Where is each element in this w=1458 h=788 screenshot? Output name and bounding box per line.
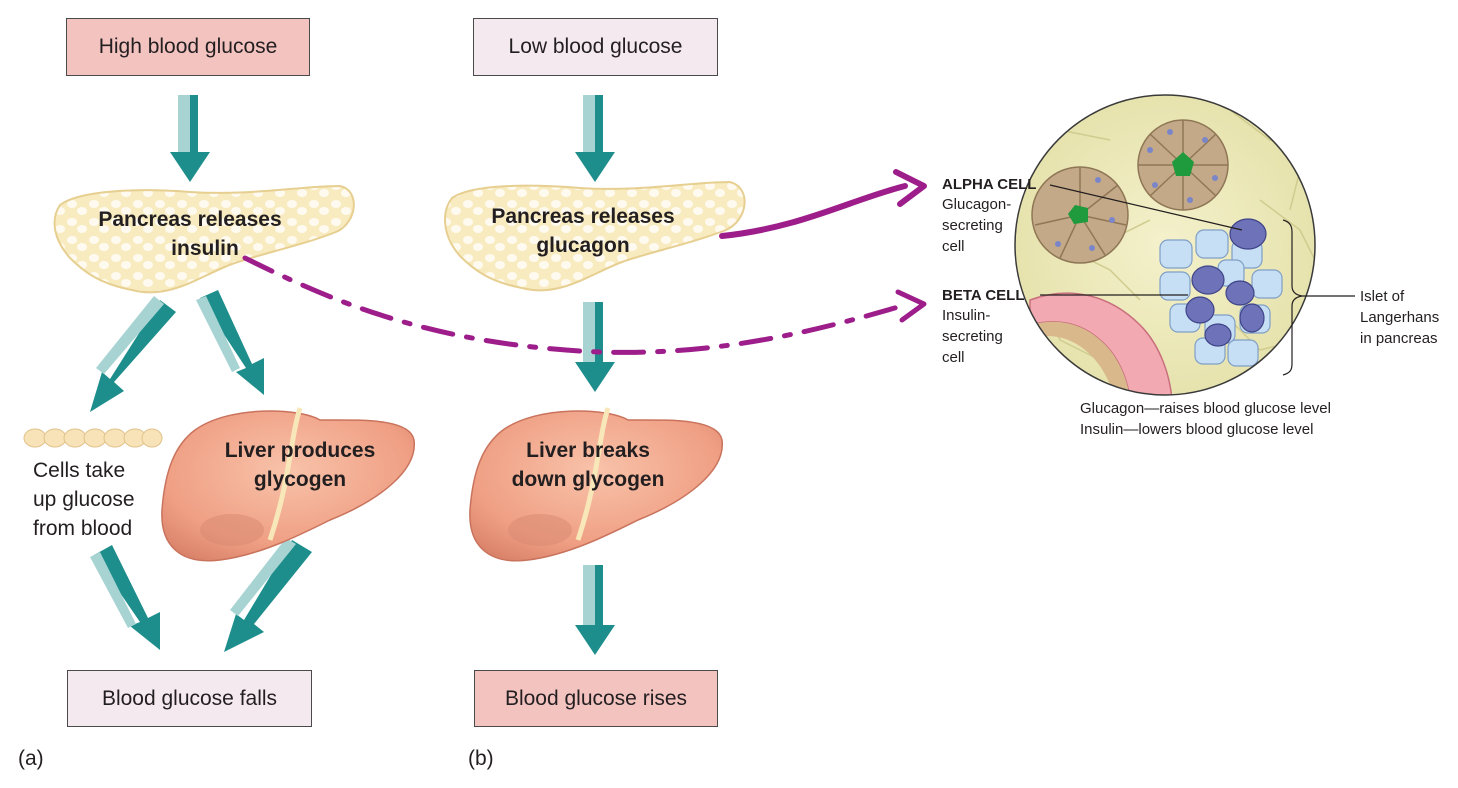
high-glucose-box: High blood glucose xyxy=(66,18,310,76)
islet-label: Islet of Langerhans in pancreas xyxy=(1360,286,1439,349)
cells-line-3: from blood xyxy=(33,517,133,540)
arrow-cells-to-bottom xyxy=(90,545,160,650)
arrow-down-b1 xyxy=(575,95,615,182)
beta-desc-line-3: cell xyxy=(942,349,965,366)
liver-b-line-1: Liver breaks xyxy=(526,439,650,462)
panel-b-letter: (b) xyxy=(468,747,494,770)
pancreas-b-shape xyxy=(444,180,746,292)
islet-line-2: Langerhans xyxy=(1360,309,1440,326)
islet-line-3: in pancreas xyxy=(1360,330,1438,347)
islet-line-1: Islet of xyxy=(1360,288,1405,305)
liver-a-shape xyxy=(161,407,415,562)
glucose-falls-box: Blood glucose falls xyxy=(67,670,312,727)
cells-line-1: Cells take xyxy=(33,459,126,482)
beta-cell-desc: Insulin- secreting cell xyxy=(942,305,1003,368)
arrow-down-a1 xyxy=(170,95,210,182)
arrow-liver-to-bottom xyxy=(224,538,312,652)
alpha-desc-line-3: cell xyxy=(942,238,965,255)
low-glucose-box: Low blood glucose xyxy=(473,18,718,76)
glucose-rises-box: Blood glucose rises xyxy=(474,670,718,727)
liver-a-line-1: Liver produces xyxy=(224,439,376,462)
liver-b-line-2: down glycogen xyxy=(511,468,665,491)
panel-a-letter: (a) xyxy=(18,747,44,770)
alpha-desc-line-2: secreting xyxy=(942,217,1003,234)
pancreas-a-shape xyxy=(53,184,355,294)
arrow-to-cells xyxy=(90,296,176,412)
liver-a-label: Liver produces glycogen xyxy=(200,436,400,494)
cells-row xyxy=(23,428,163,448)
glucagon-arrow xyxy=(719,169,927,239)
alpha-cell-desc: Glucagon- secreting cell xyxy=(942,194,1011,257)
pancreas-b-label: Pancreas releases glucagon xyxy=(473,202,693,260)
insulin-arrow xyxy=(242,255,927,355)
pancreas-b-line-2: glucagon xyxy=(536,234,630,257)
pancreas-b-line-1: Pancreas releases xyxy=(491,205,675,228)
alpha-desc-line-1: Glucagon- xyxy=(942,196,1012,213)
pancreas-a-line-2: insulin xyxy=(171,237,239,260)
liver-b-shape xyxy=(469,407,723,562)
liver-b-label: Liver breaks down glycogen xyxy=(488,436,688,494)
beta-desc-line-2: secreting xyxy=(942,328,1003,345)
beta-cell-title: BETA CELL xyxy=(942,287,1025,304)
alpha-cell-title: ALPHA CELL xyxy=(942,176,1037,193)
islet-circle xyxy=(1014,94,1316,396)
caption-line-2: Insulin—lowers blood glucose level xyxy=(1080,421,1314,438)
pancreas-a-label: Pancreas releases insulin xyxy=(80,205,300,263)
arrow-down-b2 xyxy=(575,302,615,392)
islet-caption: Glucagon—raises blood glucose level Insu… xyxy=(1080,398,1331,440)
arrow-to-liver xyxy=(196,290,264,395)
cells-label: Cells take up glucose from blood xyxy=(33,456,135,543)
arrow-down-b3 xyxy=(575,565,615,655)
beta-desc-line-1: Insulin- xyxy=(942,307,991,324)
pancreas-a-line-1: Pancreas releases xyxy=(98,208,282,231)
caption-line-1: Glucagon—raises blood glucose level xyxy=(1080,400,1331,417)
cells-line-2: up glucose xyxy=(33,488,135,511)
liver-a-line-2: glycogen xyxy=(253,468,347,491)
alpha-leader-line xyxy=(1049,184,1243,231)
